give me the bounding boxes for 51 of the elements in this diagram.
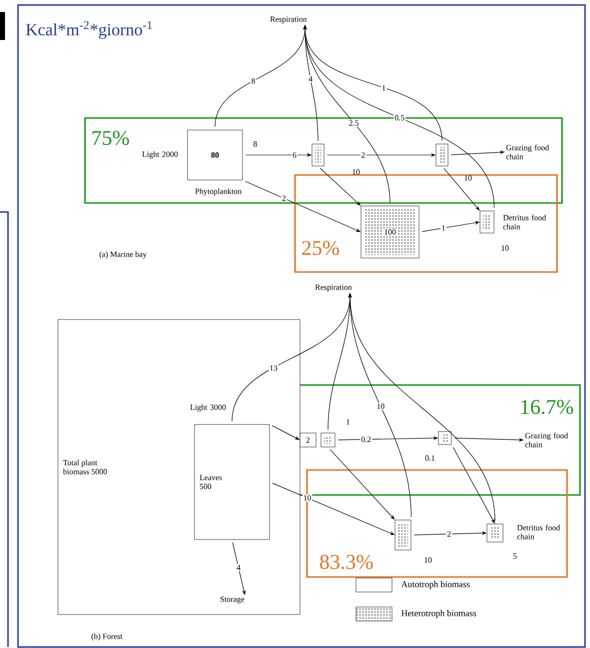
flow-label: Detritus food chain [503, 214, 546, 230]
edge-label: 2 [446, 530, 452, 538]
edge-label: 0.2 [360, 436, 372, 444]
flow-label: Detritus food chain [517, 524, 560, 540]
flow-label: Grazing food chain [506, 144, 549, 160]
panel-label: 8 [254, 141, 257, 147]
node-caption: Light 3000 [190, 404, 226, 412]
biomass-box: 2 [300, 432, 316, 448]
biomass-box: 100 [360, 206, 420, 258]
panel-label: (b) Forest [92, 633, 122, 641]
node-caption: 0.1 [425, 455, 435, 461]
percent-label: 83.3% [320, 554, 373, 570]
edge-label: 4 [308, 75, 314, 82]
biomass-box [312, 144, 324, 166]
percent-label: 75% [92, 130, 129, 146]
title: Kcal*m$^{-2}$*giorno$^{-1}$ [26, 21, 152, 39]
edge-label: 6 [292, 151, 298, 159]
flow-label: Respiration [270, 16, 307, 24]
panel-label: (a) Marine bay [100, 251, 147, 259]
node-caption: 10 [502, 245, 509, 251]
legend-label: Autotroph biomass [401, 580, 470, 590]
node-caption: 10 [464, 175, 472, 181]
edge-label: 1 [380, 84, 387, 92]
edge-label: 1 [440, 224, 446, 232]
edge-label: 2 [281, 194, 288, 202]
biomass-box [436, 144, 448, 166]
node-caption: 10 [352, 169, 360, 175]
flow-label: Storage [220, 596, 244, 604]
edge-label: 2.5 [348, 119, 360, 127]
biomass-box [320, 432, 336, 448]
flow-label: Grazing food chain [525, 432, 568, 448]
biomass-box [394, 520, 412, 550]
biomass-box [480, 210, 494, 234]
flow-label: Respiration [315, 284, 352, 292]
edge-label: 8 [250, 77, 256, 85]
edge-label: 10 [376, 402, 386, 410]
biomass-box: 80 [187, 130, 243, 180]
biomass-box [438, 431, 452, 445]
percent-label: 25% [302, 240, 339, 256]
percent-label: 16.7% [521, 400, 574, 414]
biomass-box [486, 524, 504, 542]
edge-label: 10 [302, 494, 312, 502]
node-caption: 10 [424, 557, 432, 563]
node-caption: 1 [346, 419, 350, 425]
edge-label: 2 [360, 151, 366, 159]
biomass-block: Leaves 500 [194, 424, 270, 540]
node-caption: 5 [513, 553, 517, 559]
edge-label: 0.5 [394, 114, 406, 122]
node-caption: Light 2000 [142, 151, 178, 159]
node-caption: Phytoplankton [195, 188, 242, 196]
legend-label: Heterotroph biomass [401, 610, 476, 618]
